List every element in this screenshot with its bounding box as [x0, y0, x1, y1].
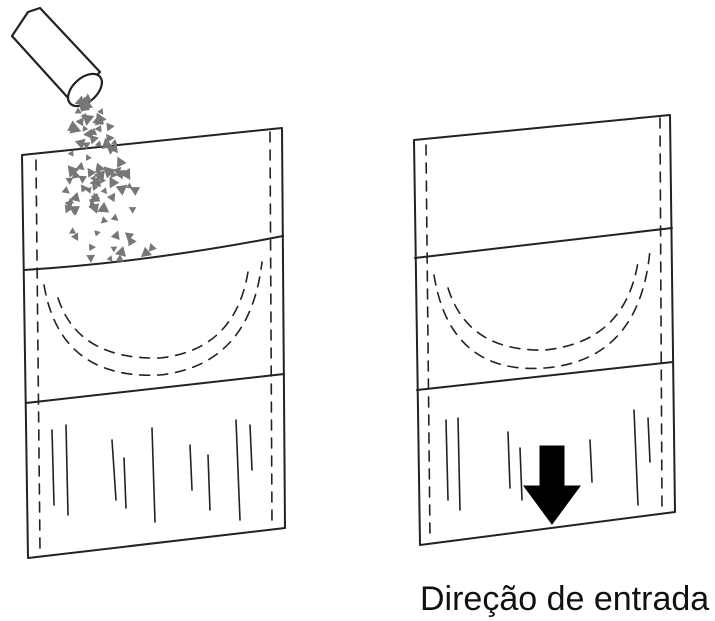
left-inner-arc-inner [58, 272, 248, 358]
particle [127, 204, 137, 214]
particle [86, 255, 95, 263]
particle [97, 107, 105, 115]
particle [65, 178, 73, 186]
left-pouch-top-divider [24, 236, 283, 270]
particle [62, 186, 73, 197]
particle [89, 243, 96, 251]
particle [84, 165, 97, 177]
right-seam-left [426, 145, 430, 540]
particle [106, 122, 115, 132]
right-fold-line [458, 418, 460, 510]
direction-arrow-icon [524, 446, 580, 524]
left-pouch [22, 128, 285, 558]
left-seam-left [36, 160, 40, 550]
pouring-tube [12, 8, 108, 112]
particle [113, 154, 127, 168]
particle [111, 244, 119, 253]
particle [101, 187, 110, 196]
particle [94, 229, 101, 237]
particle [111, 214, 121, 224]
right-seam-right [660, 118, 662, 510]
right-pouch-bottom-divider [417, 362, 673, 390]
particle [146, 242, 156, 252]
left-seam-right [270, 132, 272, 525]
particle [111, 229, 123, 240]
particle [98, 216, 108, 226]
direction-caption: Direção de entrada [420, 582, 715, 616]
left-inner-arc-outer [44, 262, 262, 375]
right-inner-arc-inner [448, 262, 638, 350]
particle [83, 153, 91, 161]
particle [71, 233, 82, 243]
right-pouch-top-divider [415, 228, 672, 258]
particle [107, 190, 119, 202]
particle [67, 150, 73, 157]
left-fold-line [66, 425, 68, 515]
falling-particles [62, 93, 157, 265]
right-inner-arc-outer [434, 250, 650, 368]
particle [69, 227, 76, 233]
left-pouch-bottom-divider [26, 374, 284, 403]
